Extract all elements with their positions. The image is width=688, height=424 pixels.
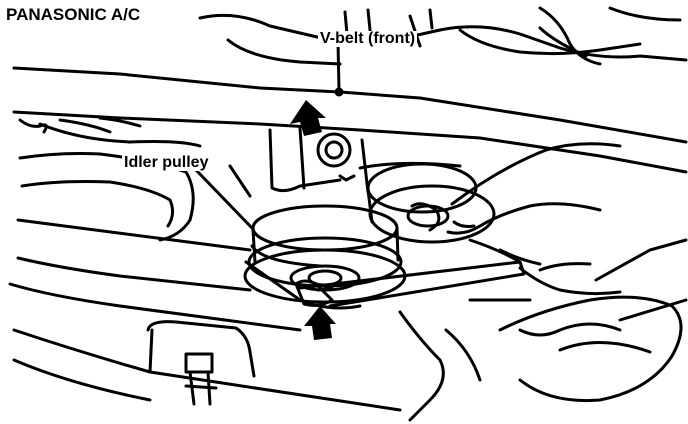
engine-lower <box>12 238 688 422</box>
idler-leader <box>228 164 252 198</box>
lower-arrow-icon <box>304 306 336 340</box>
idler-pulley-label: Idler pulley <box>122 154 211 171</box>
engine-background <box>198 6 688 66</box>
center-bracket <box>268 126 370 194</box>
v-belt-front <box>12 40 688 174</box>
v-belt-label: V-belt (front) <box>318 30 418 47</box>
hand-and-wrench <box>294 142 622 308</box>
left-pulley <box>8 116 302 332</box>
figure-title: PANASONIC A/C <box>4 5 143 24</box>
upper-arrow-icon <box>290 100 326 136</box>
